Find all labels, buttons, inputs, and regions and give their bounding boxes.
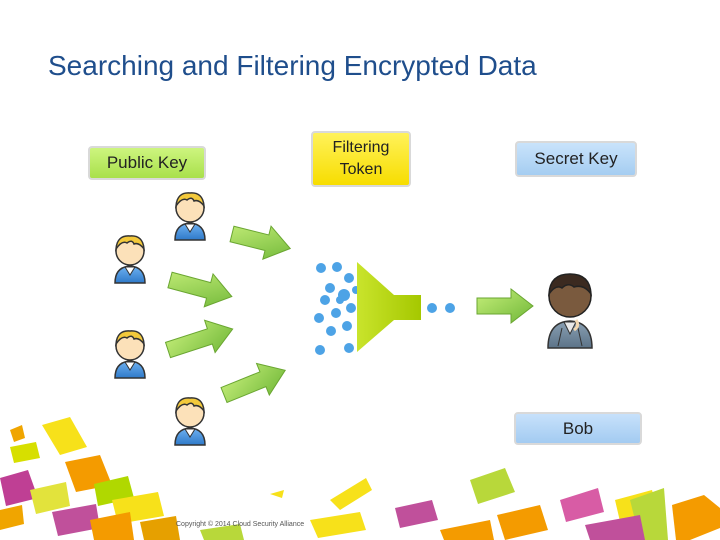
bob-dark-haired-person-icon	[547, 273, 593, 349]
sender-person-icon-1	[174, 192, 206, 241]
filtering-token-label: Filtering Token	[311, 131, 411, 187]
sender-person-icon-3	[114, 330, 146, 379]
arrow-icon-3	[164, 319, 234, 359]
slide-title: Searching and Filtering Encrypted Data	[48, 50, 537, 81]
bob-label: Bob	[514, 412, 642, 445]
public-key-label: Public Key	[88, 146, 206, 180]
copyright-notice: Copyright © 2014 Cloud Security Alliance	[176, 521, 305, 528]
filtered-data-dots-icon	[427, 303, 455, 313]
arrow-icon-4	[220, 362, 286, 404]
sender-person-icon-2	[114, 235, 146, 284]
encrypted-data-dots-icon	[314, 262, 360, 355]
decorative-shards	[0, 417, 720, 540]
funnel-icon	[357, 262, 421, 352]
arrow-icon-5	[476, 287, 534, 325]
arrow-icon-1	[229, 225, 292, 261]
sender-person-icon-4	[174, 397, 206, 446]
arrow-icon-2	[167, 271, 233, 308]
secret-key-label: Secret Key	[515, 141, 637, 177]
